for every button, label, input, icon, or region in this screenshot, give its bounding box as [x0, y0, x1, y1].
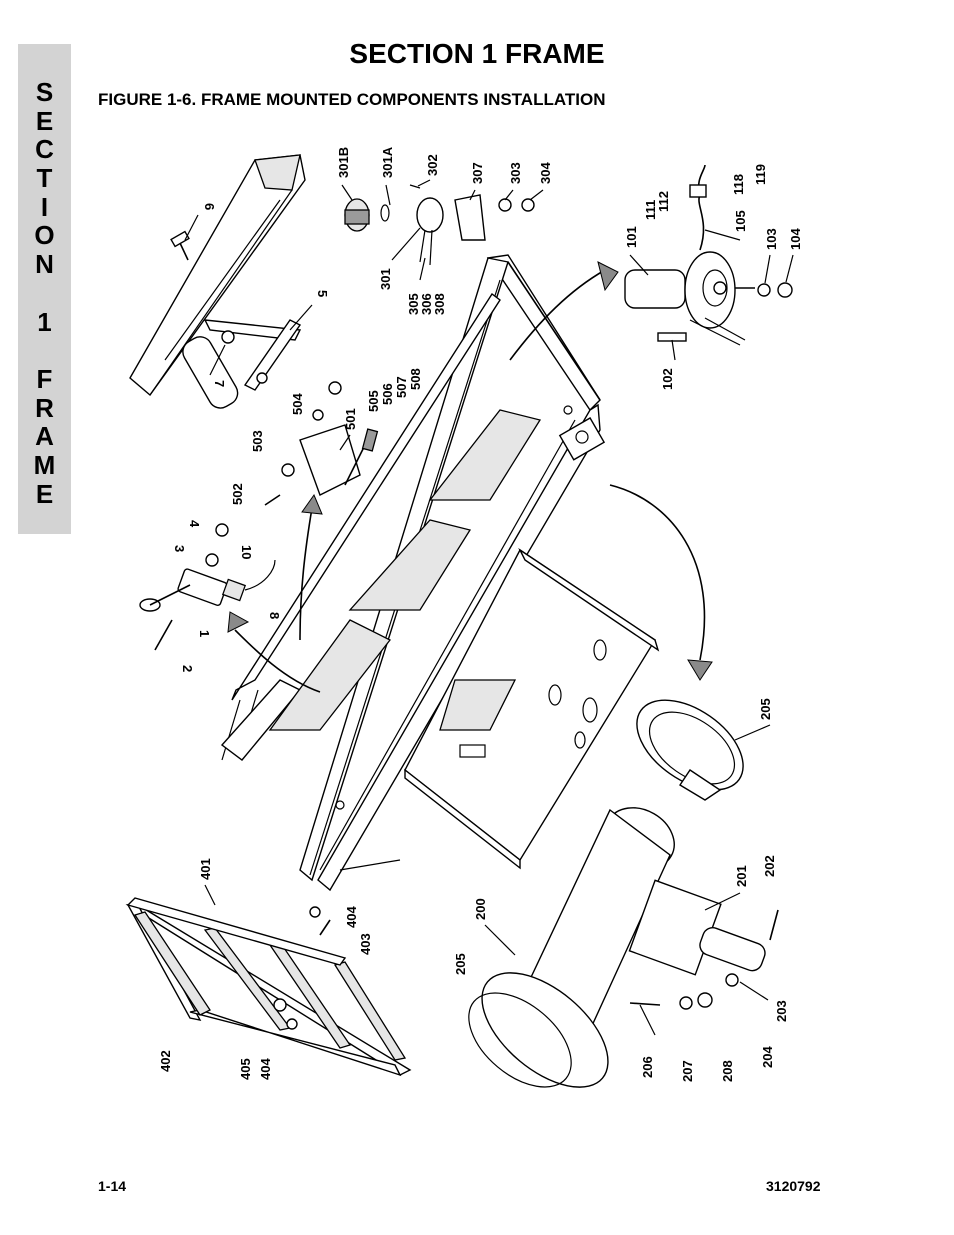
callout-308: 308	[432, 293, 447, 315]
callout-404-lower: 404	[258, 1058, 273, 1080]
callout-306: 306	[419, 293, 434, 315]
page-title: SECTION 1 FRAME	[349, 38, 605, 69]
callout-1: 1	[197, 630, 212, 637]
callout-403: 403	[358, 933, 373, 955]
side-tab-letter: O	[34, 220, 55, 251]
callout-201: 201	[734, 865, 749, 887]
callout-507: 507	[394, 376, 409, 398]
side-tab-letter: I	[40, 191, 49, 222]
bumper-assembly	[129, 154, 306, 409]
footer-document-number: 3120792	[766, 1178, 821, 1194]
beacon-assembly	[344, 184, 535, 266]
figure-caption: FIGURE 1-6. FRAME MOUNTED COMPONENTS INS…	[98, 90, 606, 109]
callout-101: 101	[624, 226, 639, 248]
callout-10: 10	[239, 545, 254, 559]
side-tab-letter: R	[35, 392, 54, 423]
side-tab-letter: E	[35, 478, 54, 509]
callout-208: 208	[720, 1060, 735, 1082]
callout-104: 104	[788, 228, 803, 250]
footer-page-number: 1-14	[98, 1178, 127, 1194]
callout-4: 4	[187, 520, 202, 528]
side-tab-letter: C	[35, 134, 54, 165]
callout-307: 307	[470, 162, 485, 184]
callout-102: 102	[660, 368, 675, 390]
callout-206: 206	[640, 1056, 655, 1078]
callout-301A: 301A	[380, 146, 395, 178]
callout-3: 3	[172, 545, 187, 552]
callout-118: 118	[731, 174, 746, 195]
callout-111: 111	[643, 200, 658, 220]
callout-301: 301	[378, 268, 393, 290]
callout-105: 105	[733, 210, 748, 232]
callout-508: 508	[408, 368, 423, 390]
callout-205-upper: 205	[758, 698, 773, 720]
leader-lines	[184, 179, 794, 1036]
hub-assembly	[624, 164, 793, 346]
callout-301B: 301B	[336, 147, 351, 178]
callout-202: 202	[762, 855, 777, 877]
exhaust-tank	[468, 807, 779, 1088]
callout-503: 503	[250, 430, 265, 452]
battery-tray	[404, 547, 660, 870]
callout-305: 305	[406, 293, 421, 315]
callout-303: 303	[508, 162, 523, 184]
side-tab-letter: N	[35, 249, 54, 280]
side-tab-letter: A	[35, 421, 54, 452]
side-tab-letter: F	[36, 363, 53, 394]
callout-2: 2	[180, 665, 195, 672]
callout-5: 5	[315, 290, 330, 297]
callout-119: 119	[753, 164, 768, 185]
callout-207: 207	[680, 1060, 695, 1082]
side-tab-letter: 1	[37, 306, 52, 337]
callout-302: 302	[425, 154, 440, 176]
callout-6: 6	[202, 203, 217, 210]
callout-504: 504	[290, 393, 305, 415]
direction-arrows	[227, 261, 713, 693]
switch-assembly	[139, 523, 276, 651]
callout-502: 502	[230, 483, 245, 505]
callout-7: 7	[212, 380, 227, 387]
callout-506: 506	[380, 383, 395, 405]
callout-401: 401	[198, 858, 213, 880]
control-box	[264, 381, 379, 506]
callout-103: 103	[764, 228, 779, 250]
callout-112: 112	[656, 191, 671, 212]
callout-203: 203	[774, 1000, 789, 1022]
callout-405: 405	[238, 1058, 253, 1080]
callout-505: 505	[366, 390, 381, 412]
callout-205-lower: 205	[453, 953, 468, 975]
callout-402: 402	[158, 1050, 173, 1072]
callout-304: 304	[538, 162, 553, 184]
callout-8: 8	[267, 612, 282, 619]
side-tab-letter: E	[35, 105, 54, 136]
main-frame	[220, 254, 606, 892]
callout-404-upper: 404	[344, 906, 359, 928]
callout-200: 200	[473, 898, 488, 920]
step-ladder	[125, 897, 412, 1077]
side-tab-letter: S	[35, 77, 54, 107]
callout-labels: 6 5 7 301B 301A 302 307 303 304 301 305 …	[158, 146, 803, 1082]
side-tab-letter: M	[33, 449, 56, 480]
clamp-upper	[636, 699, 744, 801]
callout-204: 204	[760, 1046, 775, 1068]
callout-501: 501	[343, 408, 358, 430]
side-tab-letter: T	[36, 163, 53, 194]
